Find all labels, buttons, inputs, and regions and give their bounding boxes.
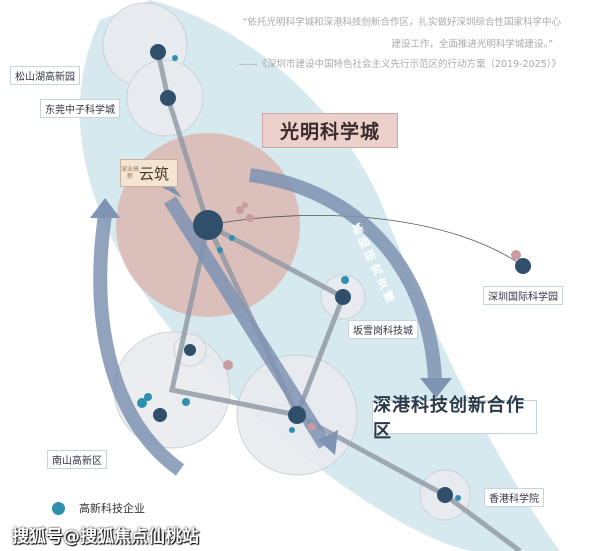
label-guangming: 光明科学城 bbox=[262, 113, 398, 148]
node-nanshan bbox=[153, 408, 167, 422]
yunzhu-badge: 深业高新云筑 bbox=[120, 159, 178, 187]
node-intl bbox=[515, 258, 531, 274]
quote-line-2: 建设工作，全面推进光明科学城建设。” bbox=[391, 39, 553, 50]
node-banxuegang bbox=[335, 289, 351, 305]
quote-line-1: “依托光明科学城和深港科技创新合作区，扎实做好深圳综合性国家科学中心 bbox=[242, 17, 561, 28]
label-songshanhu: 松山湖高新园 bbox=[10, 66, 80, 85]
legend-dot-icon bbox=[52, 501, 65, 515]
label-banxuegang: 坂雪岗科技城 bbox=[348, 320, 418, 339]
label-shengang: 深港科技创新合作区 bbox=[372, 395, 537, 442]
node-hk bbox=[437, 487, 453, 503]
watermark: 搜狐号@搜狐焦点仙桃站 bbox=[12, 527, 199, 547]
yunzhu-main: 云筑 bbox=[139, 164, 170, 183]
yunzhu-small: 深业高新 bbox=[121, 166, 140, 180]
node-shengang bbox=[288, 406, 306, 424]
legend-label: 高新科技企业 bbox=[79, 502, 145, 515]
label-nanshan: 南山高新区 bbox=[47, 450, 107, 469]
quote-source: ——《深圳市建设中国特色社会主义先行示范区的行动方案（2019-2025）》 bbox=[238, 59, 561, 70]
node-songshanhu bbox=[150, 44, 166, 60]
legend: 高新科技企业 bbox=[52, 500, 145, 516]
label-hk: 香港科学院 bbox=[484, 488, 544, 507]
label-intl: 深圳国际科学园 bbox=[483, 286, 563, 305]
label-dongguan: 东莞中子科学城 bbox=[40, 99, 120, 118]
node-dongguan bbox=[160, 90, 176, 106]
node-guangming bbox=[193, 210, 223, 240]
